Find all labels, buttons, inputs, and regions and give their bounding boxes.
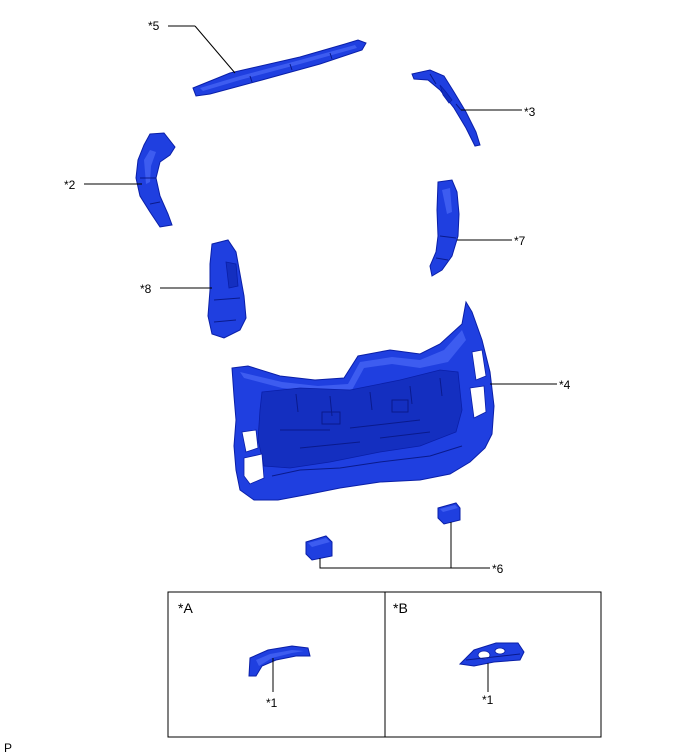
inset-b-part — [458, 642, 525, 667]
part-5-upper-garnish — [192, 39, 367, 97]
inset-a-part — [248, 645, 311, 677]
part-2-left-upper-garnish — [135, 132, 176, 228]
inset-b-label: *B — [393, 600, 408, 616]
inset-a-label: *A — [178, 600, 193, 616]
callout-part-5: *5 — [148, 19, 160, 33]
callout-part-3: *3 — [524, 105, 536, 119]
callout-inset-b-1: *1 — [482, 693, 494, 707]
leader-6 — [319, 558, 490, 569]
callout-inset-a-1: *1 — [266, 696, 278, 710]
callout-part-6: *6 — [492, 562, 504, 576]
part-3-right-upper-garnish — [411, 69, 481, 147]
part-6-right-cover — [437, 502, 461, 525]
callout-part-7: *7 — [514, 234, 526, 248]
callout-part-4: *4 — [559, 378, 571, 392]
part-7-right-lower-garnish — [429, 179, 460, 277]
figure-code: P — [4, 741, 12, 755]
callout-part-2: *2 — [64, 178, 76, 192]
part-6-left-cover — [305, 535, 333, 561]
callout-part-8: *8 — [140, 282, 152, 296]
part-8-left-lower-garnish — [207, 239, 247, 339]
part-4-back-door-trim-board — [231, 300, 495, 501]
